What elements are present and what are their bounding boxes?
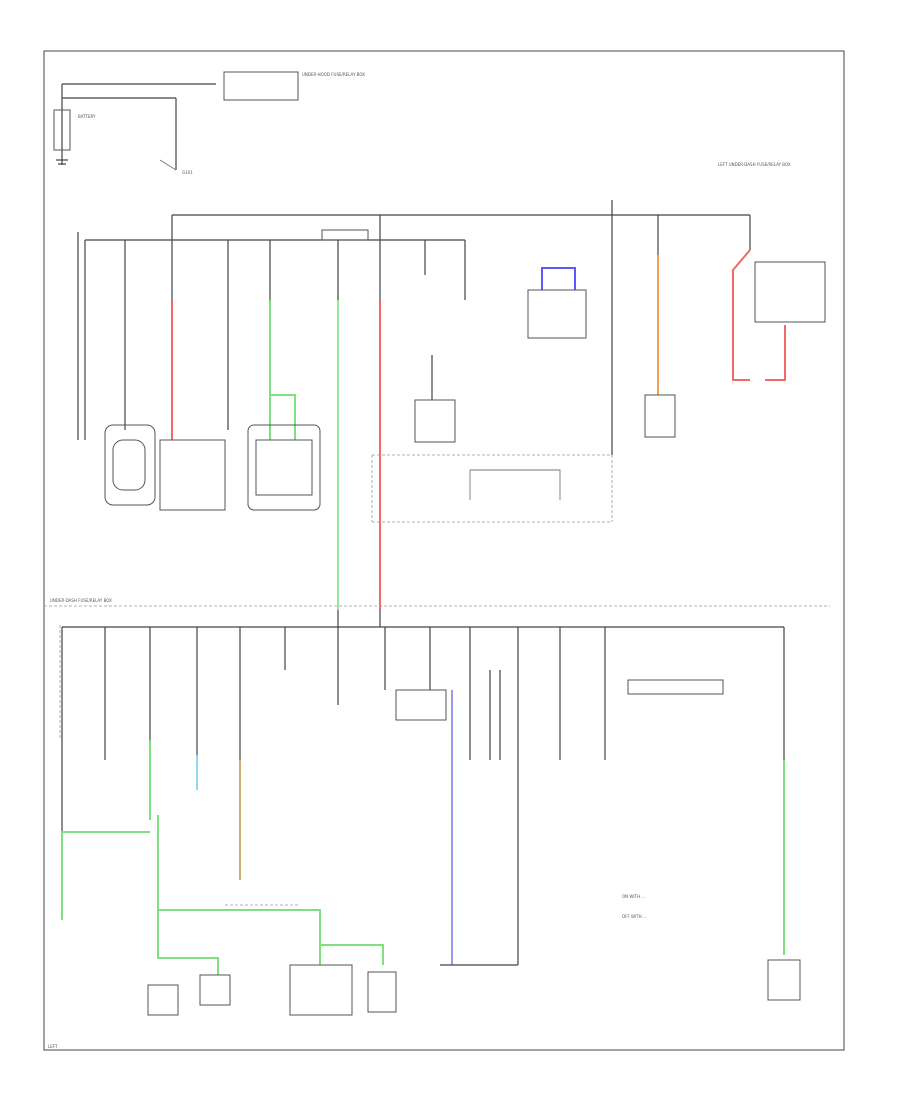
legend-line-1: ON WITH ... [622, 894, 645, 899]
green-wire-2 [270, 394, 296, 440]
bottom-left-tag: LEFT [48, 1044, 58, 1049]
upper-components [104, 261, 826, 523]
lower-bus [61, 610, 785, 920]
green-wire-7 [158, 909, 321, 965]
legend-line-2: OFF WITH ... [622, 914, 647, 919]
blue-wire [541, 267, 576, 290]
lower-components [59, 625, 801, 1016]
green-wire-8 [320, 944, 384, 965]
upper-bus [85, 200, 751, 250]
battery-section: BATTERY UNDER-HOOD FUSE/RELAY BOX G101 [53, 71, 365, 175]
battery-label: BATTERY [78, 114, 96, 119]
fuse-box-top-label: UNDER-HOOD FUSE/RELAY BOX [302, 72, 365, 77]
divider-note: UNDER-DASH FUSE/RELAY BOX [50, 598, 112, 603]
ground-label: G101 [182, 170, 193, 175]
diagram-frame [43, 50, 845, 1051]
upper-fuse-drops [77, 215, 659, 455]
green-wire-5 [61, 831, 150, 920]
red-wire-4 [765, 325, 786, 381]
red-wire-3 [732, 249, 751, 381]
fuse-box-top [223, 71, 299, 101]
top-right-note: LEFT UNDER-DASH FUSE/RELAY BOX [718, 162, 791, 167]
green-wire-6 [157, 815, 219, 975]
